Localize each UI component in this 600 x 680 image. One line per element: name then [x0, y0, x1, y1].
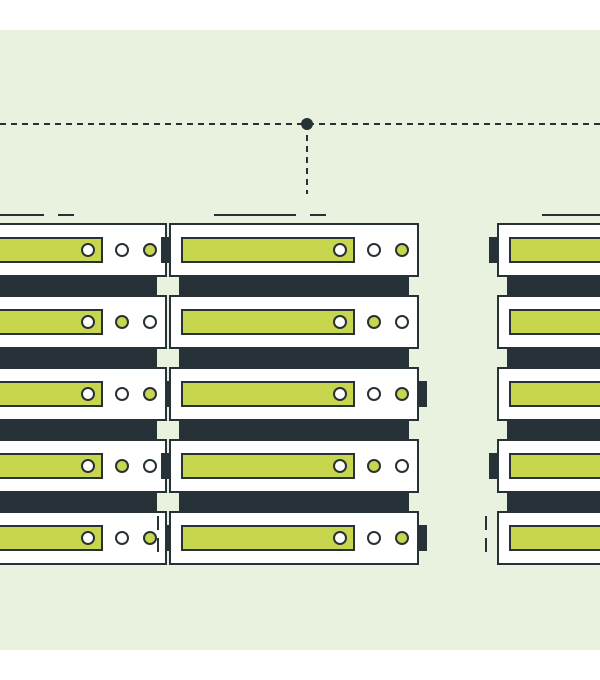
rack-connector: [0, 276, 157, 296]
server-side-tab: [489, 237, 498, 263]
bay-indicator: [81, 243, 95, 257]
status-led: [143, 315, 157, 329]
bay-indicator: [81, 531, 95, 545]
server-unit: [0, 223, 167, 277]
server-unit: [161, 439, 419, 493]
status-led: [395, 531, 409, 545]
rack-connector: [179, 348, 409, 368]
rack-connector: [0, 420, 157, 440]
network-connection: [0, 118, 600, 194]
bay-indicator: [333, 315, 347, 329]
server-side-tab: [161, 453, 170, 479]
server-unit: [0, 295, 167, 349]
rack-connector: [179, 492, 409, 512]
status-led: [367, 531, 381, 545]
drive-bay: [509, 525, 600, 551]
status-led: [115, 531, 129, 545]
server-unit: [497, 295, 600, 349]
drive-bay: [509, 453, 600, 479]
network-node-dot: [301, 118, 313, 130]
status-led: [115, 387, 129, 401]
status-led: [143, 243, 157, 257]
rack-connector: [179, 276, 409, 296]
bay-indicator: [333, 459, 347, 473]
server-unit: [0, 511, 175, 565]
server-side-tab: [161, 237, 170, 263]
bay-indicator: [81, 459, 95, 473]
rack-connector: [0, 492, 157, 512]
rack-connector: [507, 492, 600, 512]
drive-bay: [509, 381, 600, 407]
server-unit: [489, 439, 600, 493]
status-led: [143, 387, 157, 401]
server-unit: [0, 439, 167, 493]
server-unit: [0, 367, 175, 421]
status-led: [395, 459, 409, 473]
server-unit: [497, 511, 600, 565]
status-led: [115, 243, 129, 257]
drive-bay: [181, 309, 355, 335]
center-rack: [157, 214, 427, 565]
server-unit: [169, 511, 427, 565]
drive-bay: [509, 237, 600, 263]
status-led: [367, 387, 381, 401]
rack-connector: [507, 420, 600, 440]
bay-indicator: [81, 315, 95, 329]
right-rack: [485, 214, 600, 565]
drive-bay: [181, 381, 355, 407]
bay-indicator: [333, 243, 347, 257]
status-led: [395, 387, 409, 401]
bay-indicator: [333, 387, 347, 401]
left-rack: [0, 214, 175, 565]
server-unit: [489, 223, 600, 277]
rack-connector: [179, 420, 409, 440]
bay-indicator: [81, 387, 95, 401]
status-led: [395, 243, 409, 257]
drive-bay: [181, 453, 355, 479]
server-racks: [0, 214, 600, 565]
bay-indicator: [333, 531, 347, 545]
status-led: [143, 531, 157, 545]
status-led: [395, 315, 409, 329]
drive-bay: [181, 237, 355, 263]
status-led: [367, 243, 381, 257]
rack-connector: [507, 276, 600, 296]
server-unit: [169, 367, 427, 421]
server-side-tab: [489, 453, 498, 479]
status-led: [115, 459, 129, 473]
status-led: [367, 315, 381, 329]
rack-connector: [0, 348, 157, 368]
status-led: [115, 315, 129, 329]
server-unit: [169, 295, 419, 349]
server-unit-box: [0, 511, 167, 565]
drive-bay: [181, 525, 355, 551]
rack-connector: [507, 348, 600, 368]
server-unit: [497, 367, 600, 421]
drive-bay: [509, 309, 600, 335]
server-side-tab: [418, 525, 427, 551]
status-led: [143, 459, 157, 473]
status-led: [367, 459, 381, 473]
server-side-tab: [418, 381, 427, 407]
server-unit: [161, 223, 419, 277]
